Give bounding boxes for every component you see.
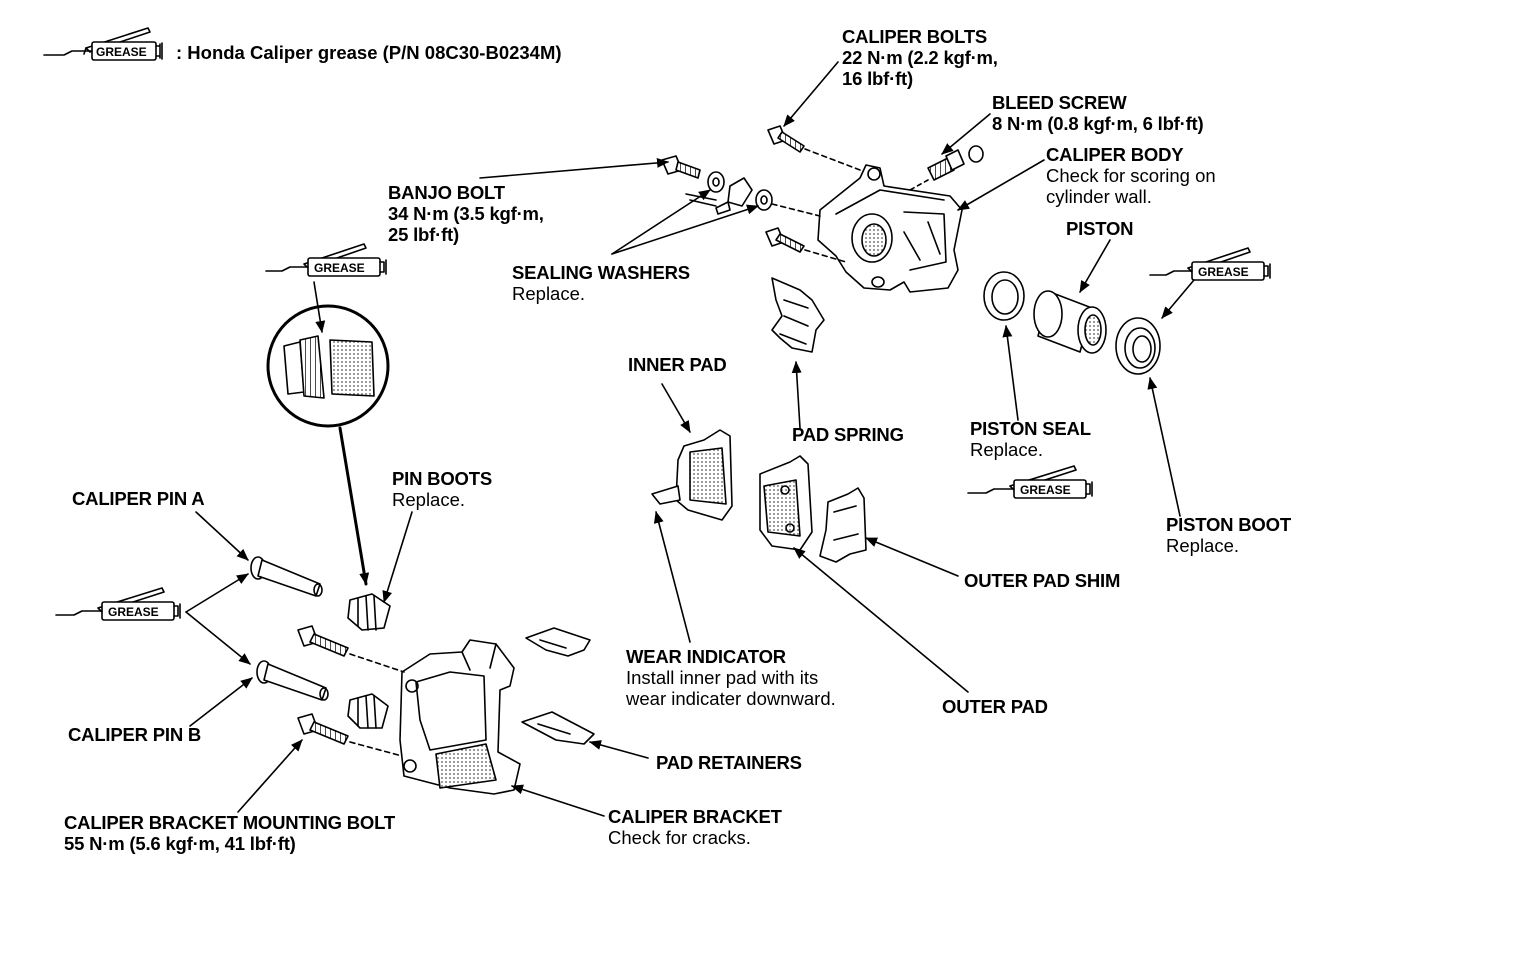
- label-title: CALIPER PIN B: [68, 724, 202, 745]
- label-title: WEAR INDICATOR: [626, 646, 786, 667]
- piston: [1033, 290, 1107, 354]
- label-title: SEALING WASHERS: [512, 262, 690, 283]
- label-pad-retainers: PAD RETAINERS: [656, 752, 802, 773]
- label-spec: 34 N·m (3.5 kgf·m,: [388, 203, 544, 224]
- label-title: CALIPER BOLTS: [842, 26, 988, 47]
- label-pin-boots: PIN BOOTS Replace.: [392, 468, 492, 510]
- banjo-bolt: [661, 155, 701, 179]
- label-title: CALIPER BODY: [1046, 144, 1184, 165]
- grease-gun-icon: GREASE: [1149, 247, 1271, 281]
- inner-pad: [651, 429, 733, 521]
- label-outer-pad-shim: OUTER PAD SHIM: [964, 570, 1120, 591]
- label-note: Replace.: [1166, 535, 1240, 556]
- label-title: CALIPER BRACKET: [608, 806, 782, 827]
- label-title: BANJO BOLT: [388, 182, 505, 203]
- pad-spring: [771, 277, 825, 353]
- label-title: BLEED SCREW: [992, 92, 1127, 113]
- svg-text:GREASE: GREASE: [314, 261, 365, 275]
- legend-grease-gun-icon: GREASE: [43, 27, 163, 61]
- label-spec: 22 N·m (2.2 kgf·m,: [842, 47, 998, 68]
- caliper-bracket: [399, 639, 521, 795]
- caliper-pin-a: [250, 556, 323, 597]
- caliper-bolt-upper: [767, 125, 805, 153]
- label-title: CALIPER PIN A: [72, 488, 205, 509]
- label-title: PISTON SEAL: [970, 418, 1091, 439]
- label-title: PAD RETAINERS: [656, 752, 802, 773]
- caliper-pin-b: [256, 660, 329, 701]
- banjo-fitting: [685, 177, 753, 215]
- svg-text:GREASE: GREASE: [1020, 483, 1071, 497]
- label-title: INNER PAD: [628, 354, 727, 375]
- piston-boot: [1115, 317, 1161, 375]
- label-spec: 8 N·m (0.8 kgf·m, 6 lbf·ft): [992, 113, 1204, 134]
- pad-retainer-upper: [525, 627, 591, 657]
- outer-pad-shim: [819, 487, 867, 563]
- label-title: PISTON BOOT: [1166, 514, 1291, 535]
- label-title: OUTER PAD: [942, 696, 1048, 717]
- svg-text:GREASE: GREASE: [108, 605, 159, 619]
- pin-boot-upper: [347, 593, 391, 631]
- label-caliper-body: CALIPER BODY Check for scoring on cylind…: [1046, 144, 1216, 207]
- label-title: OUTER PAD SHIM: [964, 570, 1121, 591]
- label-note: Install inner pad with its: [626, 667, 819, 688]
- svg-text:GREASE: GREASE: [1198, 265, 1249, 279]
- label-title: PISTON: [1066, 218, 1134, 239]
- label-caliper-bolts: CALIPER BOLTS 22 N·m (2.2 kgf·m, 16 lbf·…: [842, 26, 998, 89]
- label-caliper-bracket: CALIPER BRACKET Check for cracks.: [608, 806, 782, 848]
- label-note: Replace.: [392, 489, 466, 510]
- label-note: Replace.: [970, 439, 1044, 460]
- label-caliper-bracket-mounting-bolt: CALIPER BRACKET MOUNTING BOLT 55 N·m (5.…: [64, 812, 395, 854]
- label-note: Replace.: [512, 283, 586, 304]
- label-note: Check for cracks.: [608, 827, 751, 848]
- piston-seal: [983, 271, 1025, 321]
- label-title: CALIPER BRACKET MOUNTING BOLT: [64, 812, 395, 833]
- grease-gun-icon: GREASE: [55, 587, 181, 621]
- caliper-bolt-lower: [765, 227, 805, 253]
- label-title: PAD SPRING: [792, 424, 904, 445]
- label-inner-pad: INNER PAD: [628, 354, 727, 375]
- pin-boot-detail-circle: [266, 304, 390, 428]
- label-outer-pad: OUTER PAD: [942, 696, 1048, 717]
- bracket-mounting-bolt-lower: [297, 713, 349, 745]
- pin-boot-lower: [347, 693, 389, 729]
- sealing-washer: [707, 171, 725, 193]
- label-note: cylinder wall.: [1046, 186, 1152, 207]
- outer-pad: [759, 455, 813, 551]
- label-spec: 55 N·m (5.6 kgf·m, 41 lbf·ft): [64, 833, 296, 854]
- label-sealing-washers: SEALING WASHERS Replace.: [512, 262, 690, 304]
- label-piston-boot: PISTON BOOT Replace.: [1166, 514, 1291, 556]
- label-bleed-screw: BLEED SCREW 8 N·m (0.8 kgf·m, 6 lbf·ft): [992, 92, 1204, 134]
- bracket-mounting-bolt-upper: [297, 625, 349, 657]
- grease-gun-icon: GREASE: [967, 465, 1093, 499]
- sealing-washer: [755, 189, 773, 211]
- label-note: Check for scoring on: [1046, 165, 1216, 186]
- pad-retainer-lower: [521, 711, 595, 745]
- grease-gun-icon: GREASE: [265, 243, 387, 277]
- caliper-body: [817, 164, 963, 293]
- label-wear-indicator: WEAR INDICATOR Install inner pad with it…: [626, 646, 836, 709]
- label-pad-spring: PAD SPRING: [792, 424, 904, 445]
- label-note: wear indicater downward.: [626, 688, 836, 709]
- label-spec: 25 lbf·ft): [388, 224, 459, 245]
- label-piston: PISTON: [1066, 218, 1134, 239]
- label-spec: 16 lbf·ft): [842, 68, 913, 89]
- grease-icon-label: GREASE: [96, 45, 147, 59]
- label-caliper-pin-a: CALIPER PIN A: [72, 488, 205, 509]
- label-piston-seal: PISTON SEAL Replace.: [970, 418, 1091, 460]
- bleed-screw: [927, 145, 984, 181]
- label-banjo-bolt: BANJO BOLT 34 N·m (3.5 kgf·m, 25 lbf·ft): [388, 182, 544, 245]
- legend-text: : Honda Caliper grease (P/N 08C30-B0234M…: [176, 42, 562, 63]
- label-caliper-pin-b: CALIPER PIN B: [68, 724, 201, 745]
- label-title: PIN BOOTS: [392, 468, 492, 489]
